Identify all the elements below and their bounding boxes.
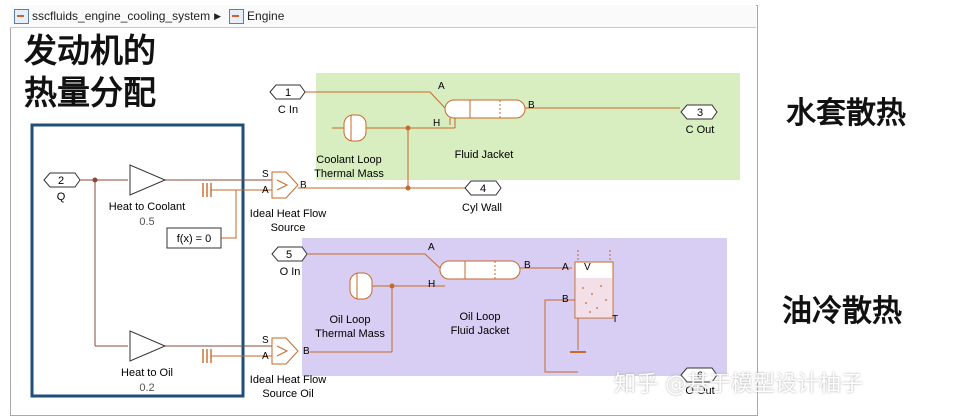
thermal-reference-coolant-icon [202,183,212,197]
ideal-heat-flow-source-coolant[interactable]: S A B Ideal Heat Flow Source [250,169,326,234]
port-c-in[interactable]: 1 C In [269,84,306,116]
heat-distribution-highlight [30,123,245,398]
oil-jacket-port-a: A [428,242,435,253]
oil-jacket-port-h: H [428,279,435,290]
port-c-in-label: C In [278,104,298,116]
src-oil-port-b: B [303,346,310,357]
heat-to-oil-label: Heat to Oil [121,367,173,379]
oil-zone [302,238,727,376]
port-o-in[interactable]: 5 O In [271,246,308,278]
oil-jacket-port-b: B [524,260,531,271]
port-cyl-wall-label: Cyl Wall [462,202,502,214]
oil-jacket-label-1: Oil Loop [460,311,501,323]
port-cyl-wall[interactable]: 4 Cyl Wall [462,180,502,214]
oil-jacket-label-2: Fluid Jacket [451,325,510,337]
signal-branch-dot [92,177,98,183]
jacket-port-a: A [438,81,445,92]
port-q-label: Q [57,191,66,203]
subsystem-icon [229,8,245,24]
reservoir-port-t: T [612,314,618,325]
src-coolant-label-2: Source [271,222,306,234]
src-oil-label-1: Ideal Heat Flow [250,374,326,386]
annotation-water-jacket: 水套散热 [786,96,906,131]
breadcrumb-child-label: Engine [247,9,285,23]
thermal-reference-oil-icon [202,349,212,363]
src-oil-port-a: A [262,351,269,362]
annotation-oil-cooling: 油冷散热 [782,294,902,329]
breadcrumb-root-label: sscfluids_engine_cooling_system [32,9,211,23]
port-q[interactable]: 2 Q [43,172,81,203]
jacket-port-b: B [528,100,535,111]
annotation-heat-distribution-line1: 发动机的 [24,31,156,70]
heat-to-oil-value: 0.2 [139,382,154,394]
oil-fluid-jacket[interactable]: A B H Oil Loop Fluid Jacket [428,242,531,337]
solver-connection [221,189,244,239]
breadcrumb-root[interactable]: sscfluids_engine_cooling_system [14,8,211,24]
reservoir-port-b: B [562,294,569,305]
heat-to-coolant-label: Heat to Coolant [109,201,185,213]
oil-junction [389,283,395,289]
port-o-out[interactable]: 6 O Out [680,367,718,397]
reservoir-port-v: V [584,262,591,273]
port-c-out-number: 3 [697,107,703,119]
oil-thermal-mass[interactable]: Oil Loop Thermal Mass [315,272,385,340]
coolant-mass-label-2: Thermal Mass [314,168,384,180]
oil-reservoir[interactable]: A V B T [562,250,618,353]
reservoir-port-a: A [562,262,569,273]
fluid-jacket-label: Fluid Jacket [455,149,514,161]
port-cyl-wall-number: 4 [480,183,486,195]
ideal-heat-flow-source-oil[interactable]: S A B Ideal Heat Flow Source Oil [250,335,326,400]
port-o-in-label: O In [280,266,301,278]
watermark: 知乎 @基于模型设计柚子 [614,372,863,397]
breadcrumb-separator-icon: ▶ [214,10,222,21]
oil-mass-label-2: Thermal Mass [315,328,385,340]
heat-to-coolant-gain[interactable]: Heat to Coolant 0.5 [109,164,185,228]
oil-mass-label-1: Oil Loop [330,314,371,326]
water-zone [316,73,740,180]
oil-thermal-lines [307,253,579,373]
breadcrumb: sscfluids_engine_cooling_system ▶ Engine [10,5,756,28]
port-o-in-number: 5 [286,249,292,261]
annotation-heat-distribution: 发动机的 热量分配 [24,30,156,114]
port-c-out[interactable]: 3 C Out [680,104,718,136]
annotation-heat-distribution-line2: 热量分配 [24,73,156,112]
fluid-jacket[interactable]: A B H Fluid Jacket [433,81,535,161]
solver-configuration-block[interactable]: f(x) = 0 [166,227,222,249]
port-o-out-number: 6 [697,370,703,382]
port-q-number: 2 [58,175,64,187]
src-coolant-port-a: A [262,185,269,196]
port-o-out-label: O Out [685,385,714,397]
heat-to-oil-gain[interactable]: Heat to Oil 0.2 [121,330,173,394]
src-coolant-label-1: Ideal Heat Flow [250,208,326,220]
jacket-port-h: H [433,118,440,129]
coolant-mass-label-1: Coolant Loop [316,154,381,166]
coolant-junction-2 [405,125,411,131]
model-icon [14,8,29,24]
src-oil-port-s: S [262,335,269,346]
src-coolant-port-b: B [300,180,307,191]
src-coolant-port-s: S [262,169,269,180]
port-c-out-label: C Out [686,124,715,136]
signal-lines [80,179,272,347]
heat-to-coolant-value: 0.5 [139,216,154,228]
port-c-in-number: 1 [285,87,291,99]
src-oil-label-2: Source Oil [262,388,313,400]
solver-label: f(x) = 0 [177,233,212,245]
breadcrumb-child[interactable]: Engine [229,8,285,24]
coolant-junction-1 [405,185,411,191]
coolant-thermal-mass[interactable]: Coolant Loop Thermal Mass [314,114,384,180]
